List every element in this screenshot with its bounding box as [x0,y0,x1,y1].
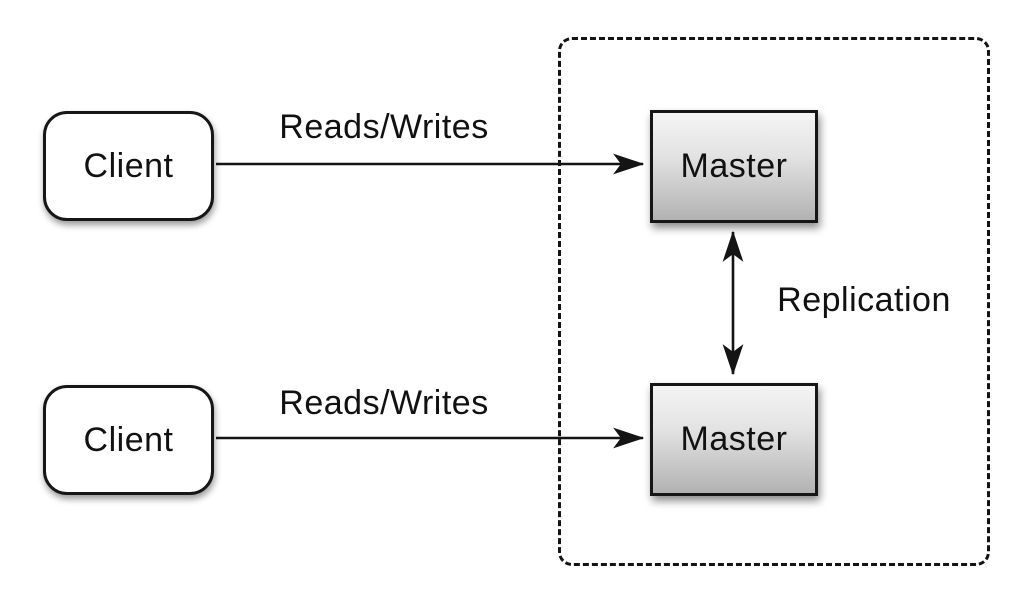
master-node-1: Master [650,110,818,223]
master-node-2-label: Master [680,420,788,458]
client-node-2: Client [43,385,214,495]
client-node-2-label: Client [83,420,174,459]
replication-group-boundary [558,37,990,566]
client-node-1-label: Client [83,146,174,185]
client-node-1: Client [43,111,214,221]
reads-writes-label-bottom: Reads/Writes [279,384,489,422]
master-node-1-label: Master [680,147,788,185]
master-node-2: Master [650,383,818,496]
reads-writes-label-top: Reads/Writes [279,108,489,146]
replication-label: Replication [777,281,951,319]
